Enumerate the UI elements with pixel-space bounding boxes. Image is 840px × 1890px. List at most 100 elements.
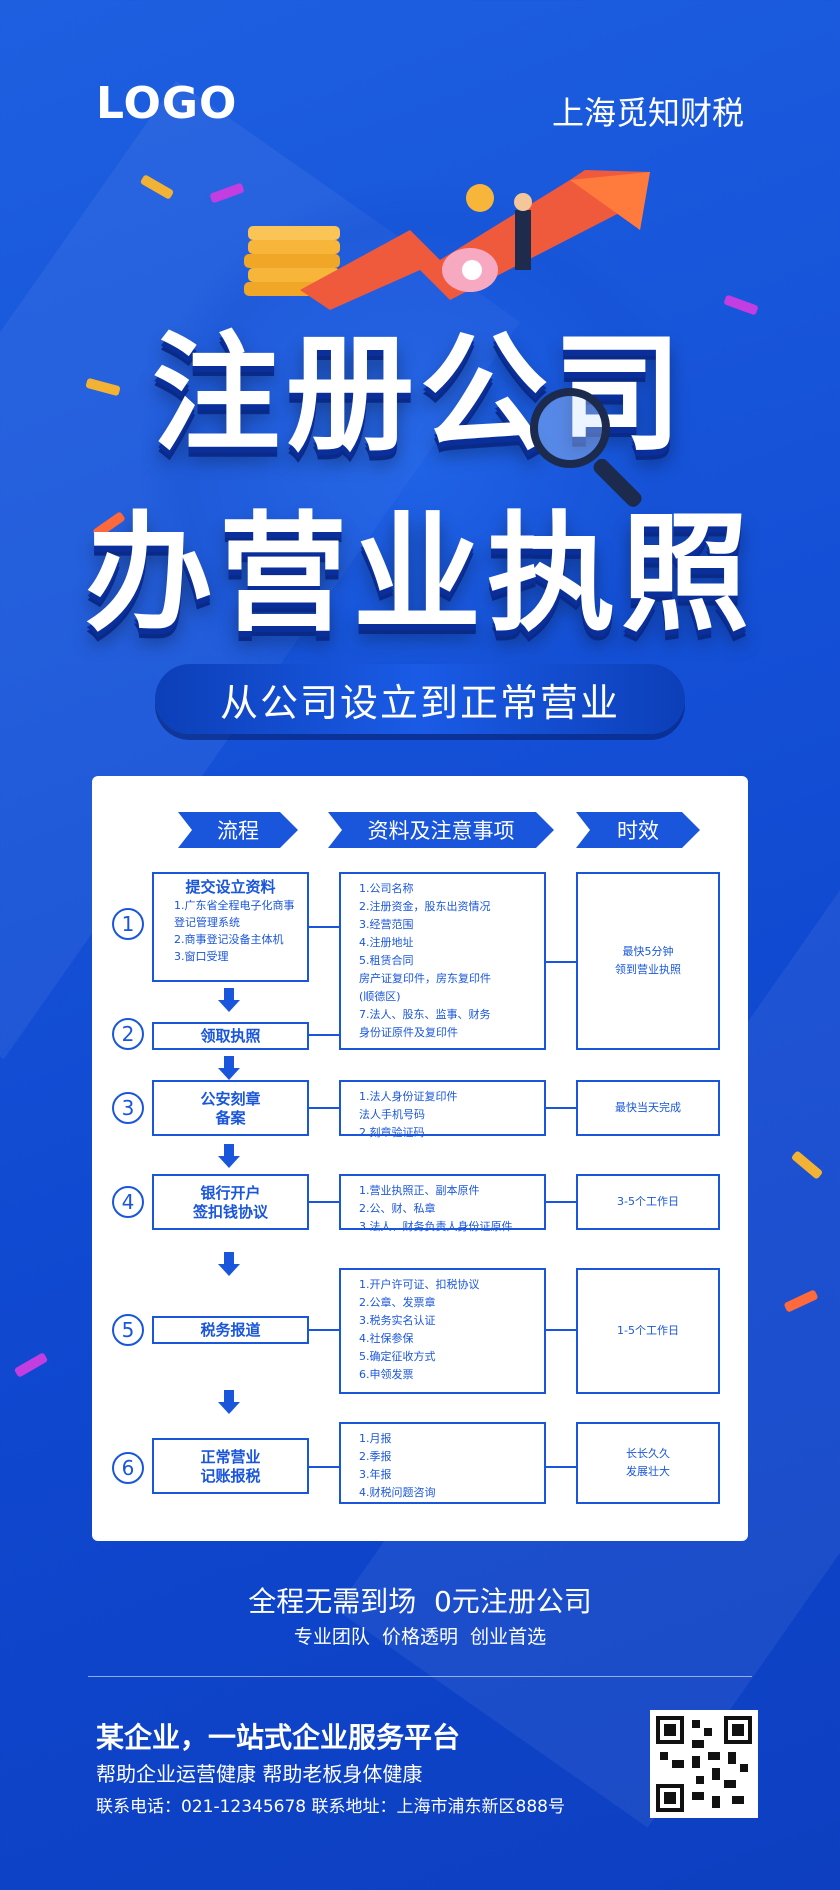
time-box: 最快5分钟 领到营业执照 <box>576 872 720 1050</box>
step-title: 签扣钱协议 <box>192 1203 268 1221</box>
coin-icon <box>466 184 494 212</box>
requirement-box: 1.公司名称 2.注册资金，股东出资情况 3.经营范围 4.注册地址 5.租赁合… <box>339 872 546 1050</box>
step-title: 公安刻章 <box>200 1090 261 1108</box>
requirement-box: 1.营业执照正、副本原件 2.公、财、私章 3.法人、财务负责人身份证原件 <box>339 1174 546 1233</box>
growth-illustration-icon <box>244 170 650 310</box>
step-box: 提交设立资料 1.广东省全程电子化商事 登记管理系统 2.商事登记没备主体机 3… <box>152 872 309 982</box>
connector-line <box>546 1107 576 1109</box>
column-header-process: 流程 <box>178 812 298 848</box>
time-box: 长长久久 发展壮大 <box>576 1422 720 1504</box>
step-title: 领取执照 <box>200 1027 261 1045</box>
requirement-item: 身份证原件及复印件 <box>359 1026 458 1039</box>
step-box: 正常营业 记账报税 <box>152 1438 309 1494</box>
time-text: 长长久久 <box>626 1447 670 1460</box>
requirement-box: 1.法人身份证复印件 法人手机号码 2.刻章验证码 <box>339 1080 546 1139</box>
requirement-box: 1.月报 2.季报 3.年报 4.财税问题咨询 <box>339 1422 546 1504</box>
requirement-item: 3.年报 <box>359 1468 392 1481</box>
time-box: 最快当天完成 <box>576 1080 720 1136</box>
requirement-item: 3.法人、财务负责人身份证原件 <box>359 1220 513 1233</box>
requirement-item: 4.注册地址 <box>359 936 414 949</box>
requirement-item: 6.申领发票 <box>359 1368 414 1381</box>
connector-line <box>309 1034 339 1036</box>
businessman-icon <box>515 210 531 270</box>
time-box: 3-5个工作日 <box>576 1174 720 1230</box>
step-box: 税务报道 <box>152 1316 309 1344</box>
requirement-item: 1.月报 <box>359 1432 392 1445</box>
magnifier-icon <box>530 388 642 507</box>
step-number: 5 <box>112 1314 144 1346</box>
step-box: 领取执照 <box>152 1022 309 1050</box>
step-detail: 3.窗口受理 <box>174 950 229 963</box>
down-arrow-icon <box>218 1144 240 1168</box>
connector-line <box>309 1201 339 1203</box>
connector-line <box>546 1201 576 1203</box>
connector-line <box>309 926 339 928</box>
time-box: 1-5个工作日 <box>576 1268 720 1394</box>
requirement-item: (顺德区) <box>359 990 401 1003</box>
requirement-item: 1.营业执照正、副本原件 <box>359 1184 480 1197</box>
down-arrow-icon <box>218 988 240 1012</box>
step-detail: 2.商事登记没备主体机 <box>174 933 284 946</box>
requirement-item: 7.法人、股东、监事、财务 <box>359 1008 491 1021</box>
requirement-item: 2.公、财、私章 <box>359 1202 436 1215</box>
connector-line <box>546 961 576 963</box>
time-text: 最快5分钟 <box>622 945 674 958</box>
logo: LOGO <box>96 78 238 129</box>
requirement-item: 3.税务实名认证 <box>359 1314 436 1327</box>
time-text: 领到营业执照 <box>615 963 681 976</box>
step-title: 记账报税 <box>200 1467 261 1485</box>
requirement-item: 2.注册资金，股东出资情况 <box>359 900 491 913</box>
requirement-item: 1.开户许可证、扣税协议 <box>359 1278 480 1291</box>
step-number: 6 <box>112 1452 144 1484</box>
column-header-requirements: 资料及注意事项 <box>328 812 554 848</box>
requirement-item: 2.公章、发票章 <box>359 1296 436 1309</box>
subtitle-banner: 从公司设立到正常营业 <box>155 664 685 734</box>
requirement-item: 5.租赁合同 <box>359 954 414 967</box>
step-box: 银行开户 签扣钱协议 <box>152 1174 309 1230</box>
step-title: 提交设立资料 <box>185 878 276 896</box>
connector-line <box>309 1107 339 1109</box>
down-arrow-icon <box>218 1252 240 1276</box>
step-number: 3 <box>112 1092 144 1124</box>
column-header-time: 时效 <box>576 812 700 848</box>
promo-headline: 全程无需到场 0元注册公司 <box>248 1585 592 1618</box>
footer-title: 某企业，一站式企业服务平台 <box>96 1721 461 1754</box>
requirement-item: 1.法人身份证复印件 <box>359 1090 458 1103</box>
step-number: 1 <box>112 908 144 940</box>
step-title: 备案 <box>215 1109 246 1127</box>
connector-line <box>546 1329 576 1331</box>
connector-line <box>309 1466 339 1468</box>
time-text: 最快当天完成 <box>615 1101 681 1114</box>
step-number: 4 <box>112 1186 144 1218</box>
footer-contact: 联系电话：021-12345678 联系地址：上海市浦东新区888号 <box>96 1797 565 1817</box>
requirement-item: 2.刻章验证码 <box>359 1126 425 1139</box>
confetti-decoration <box>13 1352 49 1378</box>
step-title: 税务报道 <box>200 1321 261 1339</box>
footer-divider <box>88 1676 752 1677</box>
brand-name: 上海觅知财税 <box>551 94 744 132</box>
requirement-item: 1.公司名称 <box>359 882 414 895</box>
coin-stack-icon <box>244 226 340 296</box>
connector-line <box>546 1466 576 1468</box>
connector-line <box>309 1329 339 1331</box>
requirement-item: 5.确定征收方式 <box>359 1350 436 1363</box>
footer-subtitle: 帮助企业运营健康 帮助老板身体健康 <box>96 1762 423 1786</box>
hero-title-line2: 办营业执照 <box>84 500 755 649</box>
step-title: 正常营业 <box>200 1448 261 1466</box>
qr-code-icon[interactable] <box>650 1710 758 1818</box>
time-text: 3-5个工作日 <box>617 1195 679 1208</box>
requirement-item: 房产证复印件，房东复印件 <box>359 972 491 985</box>
down-arrow-icon <box>218 1390 240 1414</box>
step-number: 2 <box>112 1018 144 1050</box>
time-text: 1-5个工作日 <box>617 1324 679 1337</box>
hero-circle-background <box>140 180 700 740</box>
process-table-card: 流程 资料及注意事项 时效 1 提交设立资料 1.广东省全程电子化商事 登记管理… <box>92 776 748 1541</box>
step-detail: 登记管理系统 <box>174 916 240 929</box>
requirement-box: 1.开户许可证、扣税协议 2.公章、发票章 3.税务实名认证 4.社保参保 5.… <box>339 1268 546 1394</box>
time-text: 发展壮大 <box>626 1465 670 1478</box>
requirement-item: 法人手机号码 <box>359 1108 425 1121</box>
down-arrow-icon <box>218 1056 240 1080</box>
step-title: 银行开户 <box>200 1184 261 1202</box>
hero-title-line1: 注册公司 <box>151 320 688 469</box>
requirement-item: 4.社保参保 <box>359 1332 414 1345</box>
